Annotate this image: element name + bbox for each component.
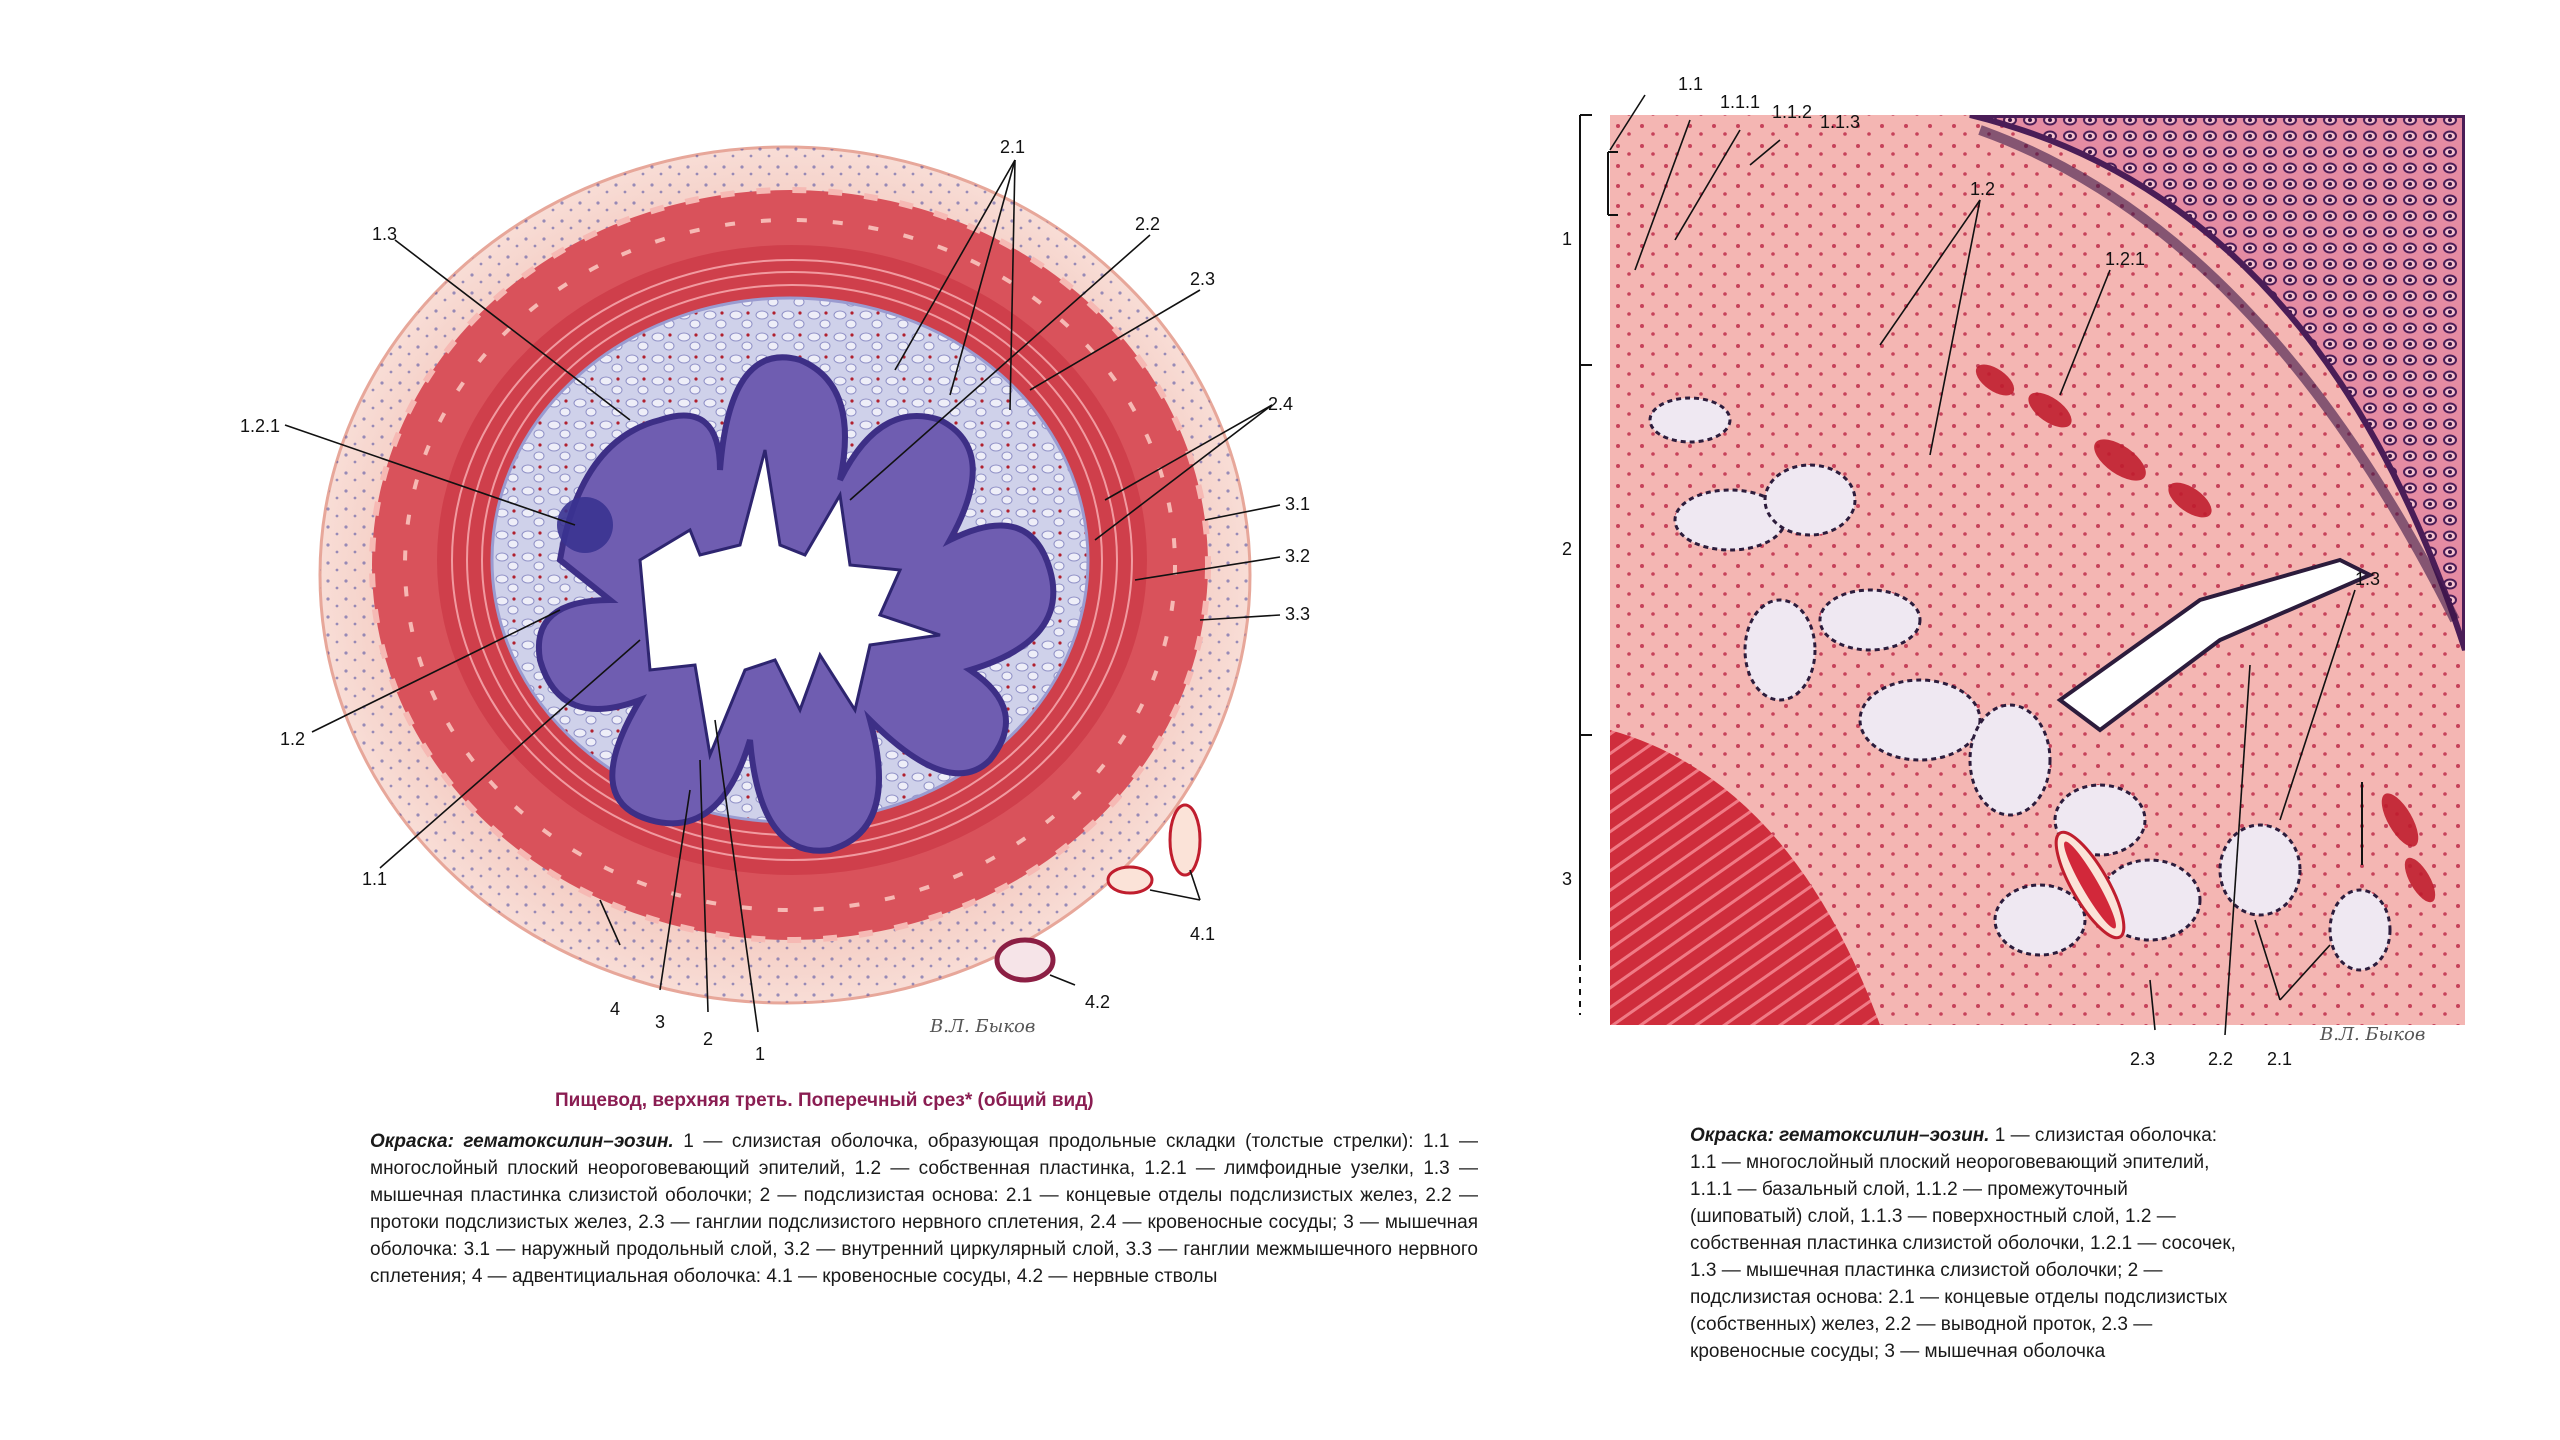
label-2-3: 2.3 xyxy=(1190,269,1215,289)
label-layer-1: 1 xyxy=(1562,229,1572,249)
label-1-3: 1.3 xyxy=(2355,569,2380,589)
leader-lines xyxy=(1609,94,2356,1036)
esophagus-wall-detail-figure: 1.1 1.1.1 1.1.2 1.1.3 1.2 1.2.1 1.3 2.3 … xyxy=(1562,74,2465,1090)
label-3: 3 xyxy=(655,1012,665,1032)
label-1-1-2: 1.1.2 xyxy=(1772,102,1812,122)
label-layer-3: 3 xyxy=(1562,869,1572,889)
label-1-3: 1.3 xyxy=(372,224,397,244)
artist-signature: В.Л. Быков xyxy=(2319,1024,2425,1045)
adventitia-vessel xyxy=(1106,865,1154,895)
label-1-1-1: 1.1.1 xyxy=(1720,92,1760,112)
label-1-1-3: 1.1.3 xyxy=(1820,112,1860,132)
label-2-3: 2.3 xyxy=(2130,1049,2155,1069)
epithelium-layer xyxy=(1969,115,2465,651)
label-1-2: 1.2 xyxy=(280,729,305,749)
leader-lines xyxy=(284,159,1281,1033)
lymphoid-nodule xyxy=(557,497,613,553)
label-1-2-1: 1.2.1 xyxy=(2105,249,2145,269)
submucosal-vessel xyxy=(2054,830,2126,940)
label-2-2: 2.2 xyxy=(2208,1049,2233,1069)
esophagus-cross-section-figure: 1.3 2.1 2.2 2.3 2.4 1.2.1 3.1 3.2 3.3 1.… xyxy=(240,137,1310,1064)
label-4-2: 4.2 xyxy=(1085,992,1110,1012)
label-2: 2 xyxy=(703,1029,713,1049)
label-3-2: 3.2 xyxy=(1285,546,1310,566)
label-3-3: 3.3 xyxy=(1285,604,1310,624)
right-caption-text: 1 — слизистая оболочка: 1.1 — многослойн… xyxy=(1690,1125,2236,1362)
right-stain-label: Окраска: гематоксилин–эозин. xyxy=(1690,1125,1990,1146)
label-1: 1 xyxy=(755,1044,765,1064)
label-4-1: 4.1 xyxy=(1190,924,1215,944)
muscularis-layer xyxy=(1610,730,1880,1025)
blood-vessels xyxy=(1975,364,2436,903)
right-figure-caption: Окраска: гематоксилин–эозин. 1 — слизист… xyxy=(1690,1122,2242,1365)
label-1-2-1: 1.2.1 xyxy=(240,416,280,436)
label-2-1: 2.1 xyxy=(1000,137,1025,157)
excretory-duct xyxy=(2056,557,2375,733)
adventitia-vessel xyxy=(1168,803,1202,877)
label-1-2: 1.2 xyxy=(1970,179,1995,199)
artist-signature: В.Л. Быков xyxy=(929,1016,1035,1037)
separator-dots: ·· xyxy=(2128,1084,2140,1090)
layer-brackets xyxy=(1579,114,2363,1015)
label-2-1: 2.1 xyxy=(2267,1049,2292,1069)
left-figure-title: Пищевод, верхняя треть. Поперечный срез*… xyxy=(555,1090,1094,1111)
lumen xyxy=(638,449,941,761)
label-layer-2: 2 xyxy=(1562,539,1572,559)
left-figure-caption: Окраска: гематоксилин–эозин. 1 — слизист… xyxy=(370,1128,1478,1290)
label-1-1: 1.1 xyxy=(362,869,387,889)
label-2-2: 2.2 xyxy=(1135,214,1160,234)
submucosal-glands xyxy=(1648,396,2392,972)
label-2-4: 2.4 xyxy=(1268,394,1293,414)
label-3-1: 3.1 xyxy=(1285,494,1310,514)
left-stain-label: Окраска: гематоксилин–эозин. xyxy=(370,1131,674,1152)
label-1-1: 1.1 xyxy=(1678,74,1703,94)
adventitia-nerve-trunk xyxy=(994,937,1056,983)
left-caption-text: 1 — слизистая оболочка, образующая продо… xyxy=(370,1131,1478,1287)
label-4: 4 xyxy=(610,999,620,1019)
